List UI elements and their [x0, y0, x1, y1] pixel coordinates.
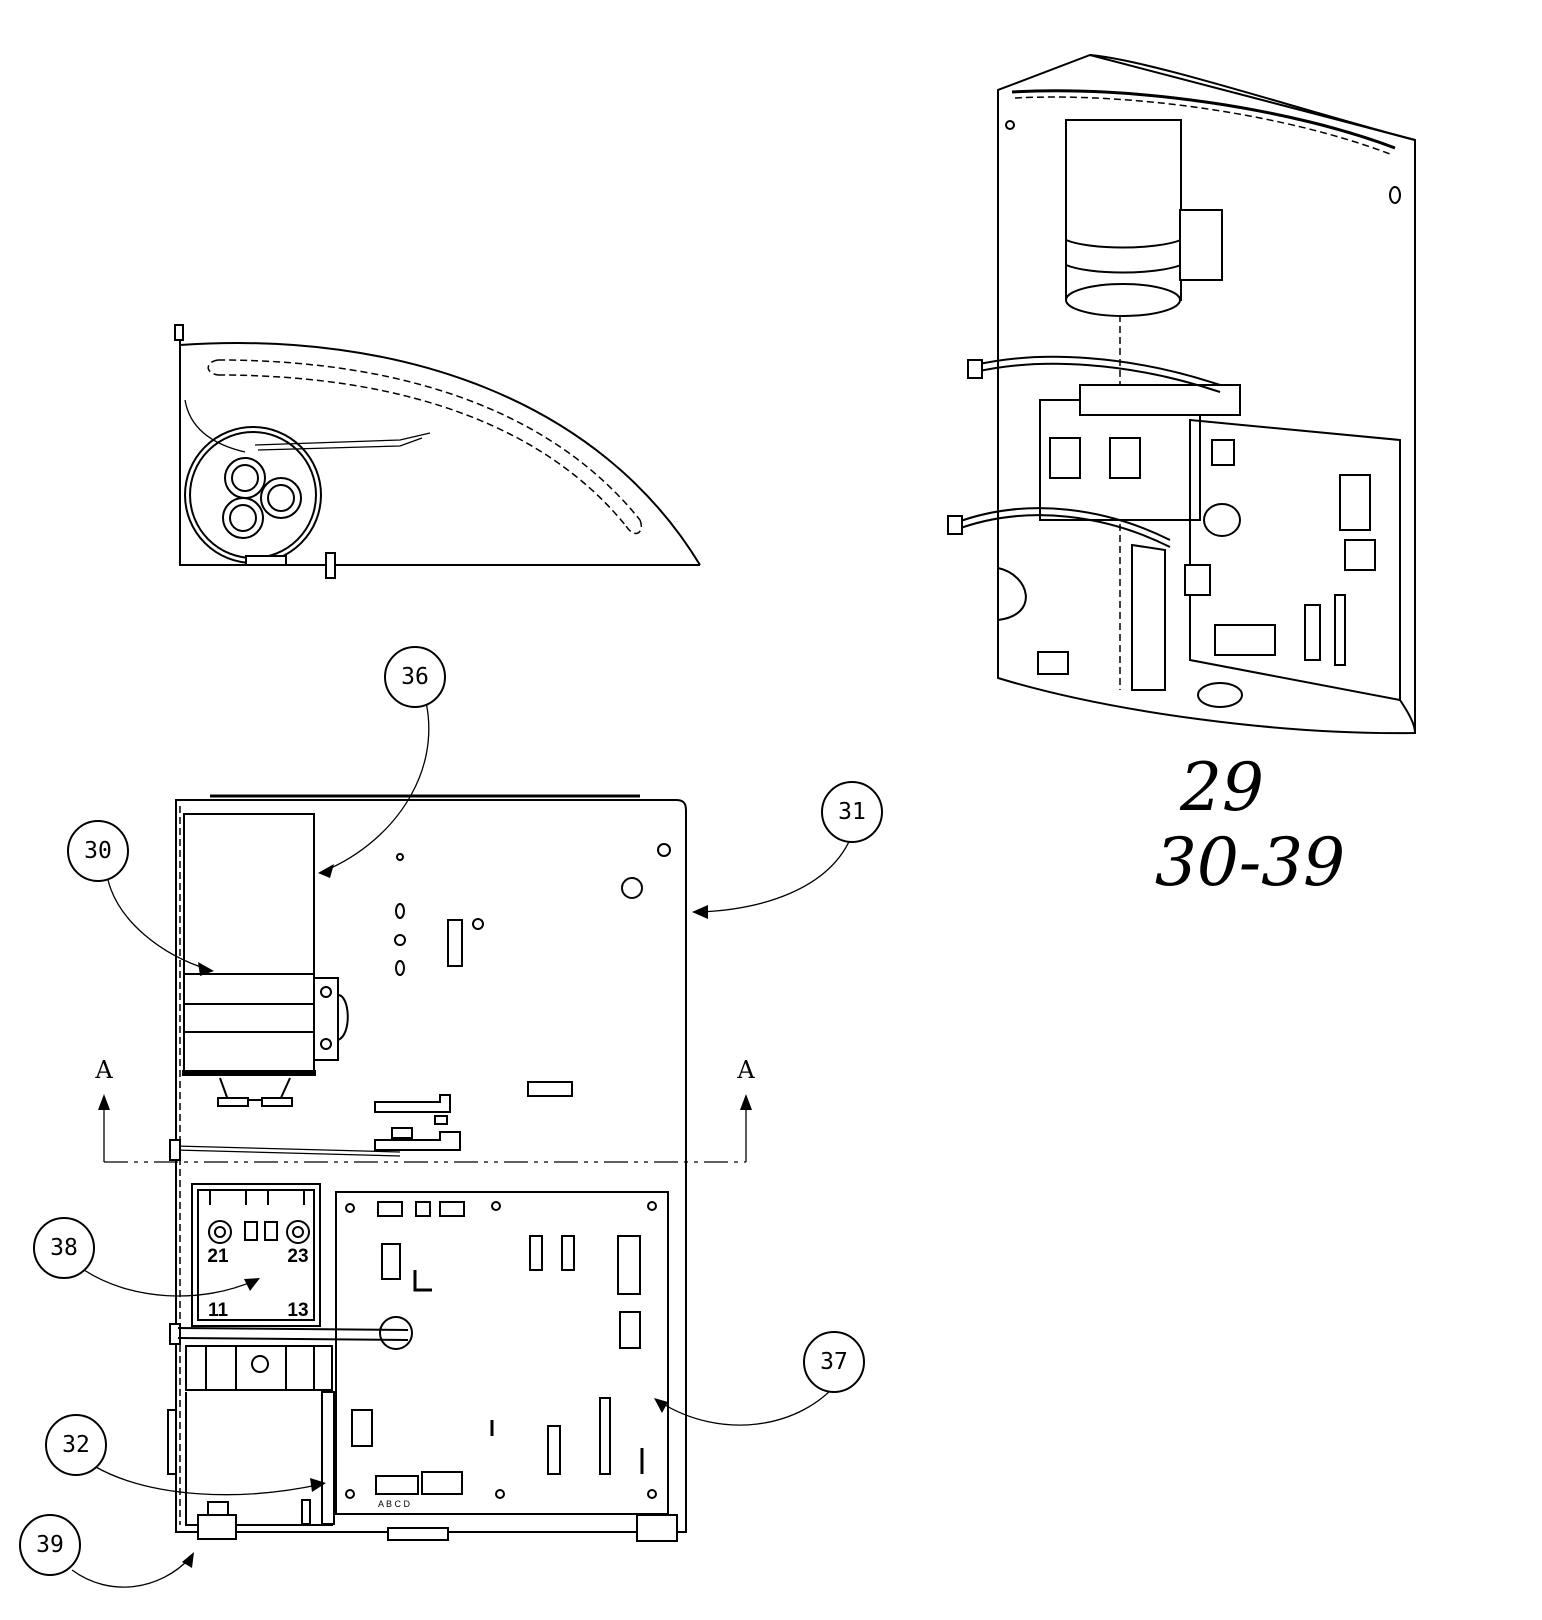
callout-38-label: 38	[50, 1235, 78, 1261]
section-line: A A	[94, 1056, 755, 1163]
section-mark-right: A	[736, 1056, 755, 1084]
relay-terminal-21: 21	[207, 1246, 229, 1267]
callout-32-label: 32	[62, 1432, 90, 1458]
callout-37-label: 37	[820, 1349, 848, 1375]
board-connector-label: A B C D	[378, 1499, 411, 1509]
capacitor-front	[182, 813, 349, 1107]
handwritten-part-range: 30-39	[1155, 824, 1345, 901]
handwritten-assembly-number: 29	[1179, 749, 1264, 826]
control-board: A B C D	[335, 1191, 669, 1515]
isometric-view	[947, 53, 1416, 735]
callout-38: 38	[33, 1217, 95, 1279]
callout-30: 30	[67, 820, 129, 882]
relay-terminal-23: 23	[287, 1246, 308, 1267]
callout-31-label: 31	[838, 799, 866, 825]
capacitor-top-view	[184, 426, 322, 564]
relay: 21 23 11 13	[169, 1183, 333, 1391]
relay-terminal-11: 11	[208, 1300, 229, 1321]
callout-30-label: 30	[84, 838, 112, 864]
callout-37: 37	[803, 1331, 865, 1393]
front-view: A A 21 23 11 13	[94, 794, 755, 1542]
callout-39-label: 39	[36, 1532, 64, 1558]
section-mark-left: A	[94, 1056, 113, 1084]
leader-lines	[71, 681, 853, 1588]
callout-36-label: 36	[401, 664, 429, 690]
transformer	[167, 1391, 335, 1526]
top-view	[174, 324, 701, 579]
callout-36: 36	[384, 646, 446, 708]
relay-terminal-13: 13	[287, 1300, 308, 1321]
callout-32: 32	[45, 1414, 107, 1476]
callout-39: 39	[19, 1514, 81, 1576]
callout-31: 31	[821, 781, 883, 843]
